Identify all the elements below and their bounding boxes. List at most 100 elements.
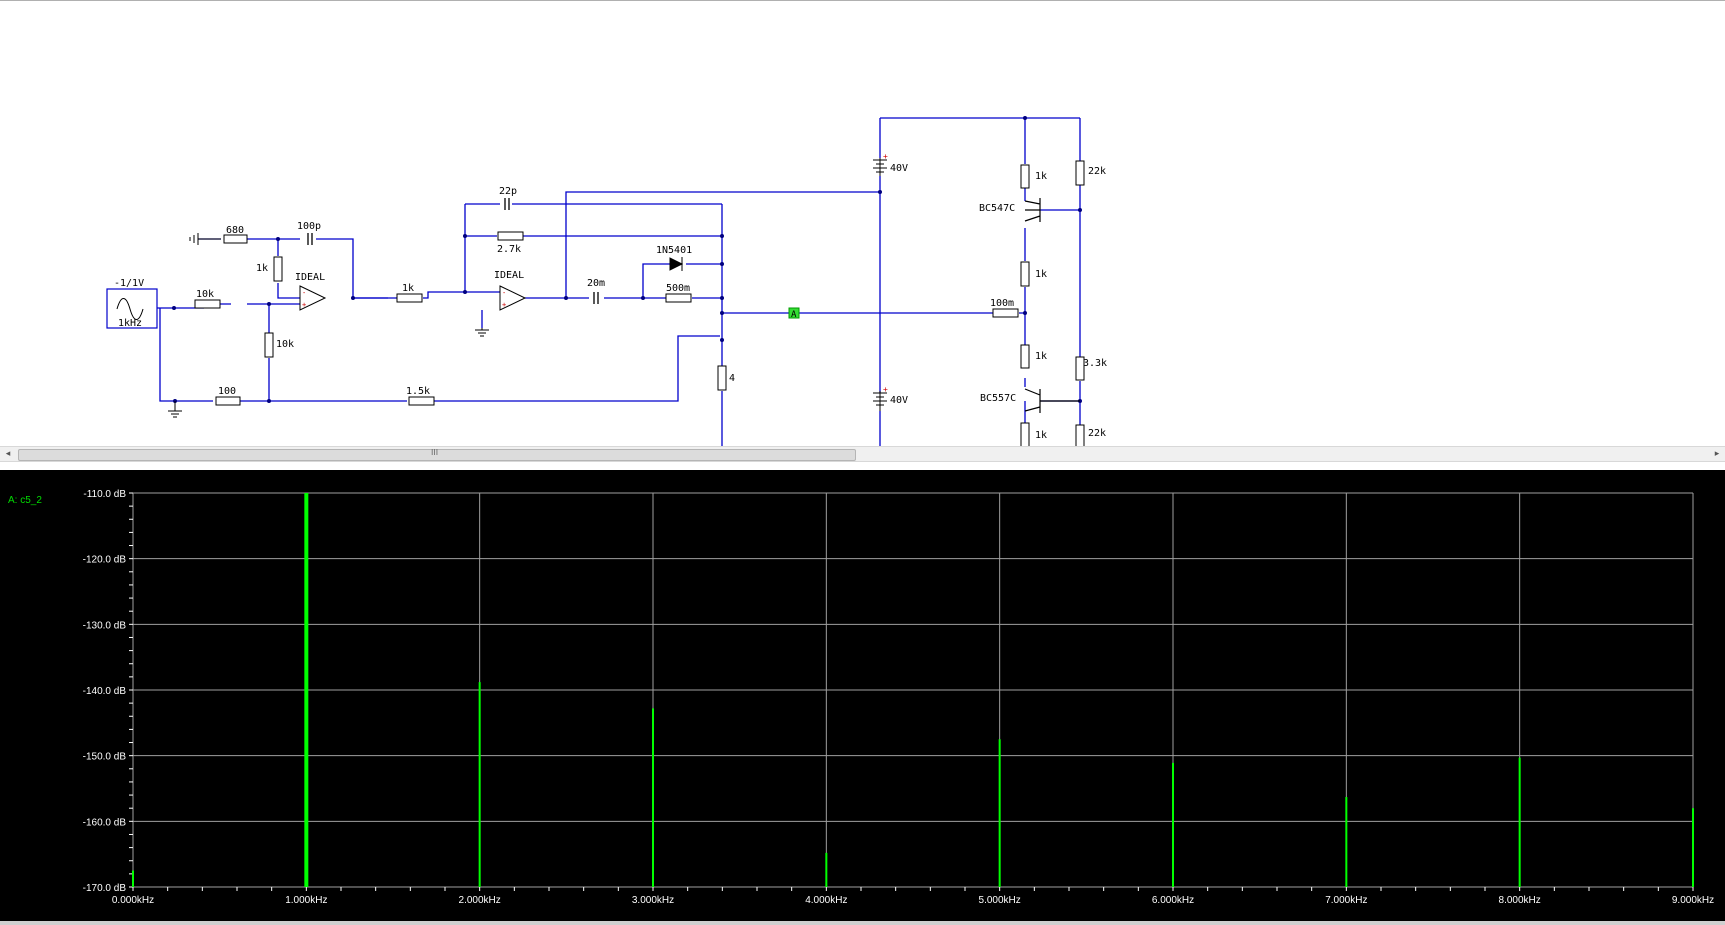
y-tick-label: -120.0 dB (83, 555, 127, 566)
y-tick-label: -170.0 dB (83, 883, 127, 894)
label-1k-q1c: 1k (1035, 171, 1047, 182)
resistor-680 (223, 234, 248, 244)
spectrum-bar (1345, 797, 1348, 887)
chart-minor-ticks (129, 492, 1694, 891)
x-tick-label: 4.000kHz (805, 895, 847, 906)
label-1k-q2c: 1k (1035, 430, 1047, 441)
spectrum-bar (1172, 762, 1174, 887)
transistor-bc547c (1024, 198, 1041, 222)
label-22k-top: 22k (1088, 166, 1106, 177)
resistor-1k-q1e (1020, 261, 1030, 287)
batteries[interactable] (873, 158, 887, 411)
spectrum-bar (652, 708, 654, 887)
x-axis-tick-labels: 0.000kHz 1.000kHz 2.000kHz 3.000kHz 4.000kHz… (112, 895, 1714, 906)
horizontal-scrollbar[interactable]: ◂ III ▸ (0, 446, 1725, 462)
y-tick-label: -150.0 dB (83, 752, 127, 763)
label-10k-down: 10k (276, 339, 294, 350)
resistor-22k-top (1075, 160, 1085, 186)
resistor-500m (665, 293, 692, 303)
pane-divider[interactable] (0, 462, 1725, 470)
capacitors[interactable] (307, 198, 599, 304)
capacitor-100p (307, 233, 313, 245)
x-tick-label: 2.000kHz (459, 895, 501, 906)
spectrum-bar (825, 852, 828, 887)
source-frequency-label: 1kHz (118, 318, 142, 329)
resistor-22k-bot (1075, 424, 1085, 447)
component-labels: -1/1V 1kHz 10k 680 100p 1k IDEAL 10k 100… (114, 163, 1107, 441)
x-tick-label: 0.000kHz (112, 895, 154, 906)
resistor-10k-in (194, 299, 221, 309)
x-tick-label: 3.000kHz (632, 895, 674, 906)
label-680: 680 (226, 225, 244, 236)
resistor-1k-q2c (1020, 422, 1030, 447)
schematic-drawing[interactable]: -+ -+ ++ -1/1V 1kHz 10k 680 100p 1k IDEA… (0, 1, 1725, 447)
scroll-right-arrow-icon[interactable]: ▸ (1714, 449, 1720, 459)
x-tick-label: 6.000kHz (1152, 895, 1194, 906)
transistor-bc557c (1024, 388, 1080, 413)
resistor-100m (992, 308, 1019, 318)
schematic-canvas[interactable]: -+ -+ ++ -1/1V 1kHz 10k 680 100p 1k IDEA… (0, 0, 1725, 447)
svg-text:-: - (502, 289, 506, 297)
svg-text:+: + (302, 301, 306, 309)
label-10k-in: 10k (196, 289, 214, 300)
chart-grid (132, 492, 1694, 888)
label-1k-q1e: 1k (1035, 269, 1047, 280)
label-bc547c: BC547C (979, 203, 1015, 214)
scroll-left-arrow-icon[interactable]: ◂ (5, 449, 11, 459)
op-amps[interactable] (299, 285, 527, 311)
ground-symbols (168, 233, 489, 418)
scrollbar-grip-icon: III (431, 448, 439, 457)
resistor-3-3k (1075, 356, 1085, 381)
battery-polarity: ++ (883, 152, 888, 394)
resistors[interactable] (194, 160, 1085, 447)
resistor-100 (215, 396, 241, 406)
battery-top (873, 158, 887, 176)
spectrum-bar (304, 493, 309, 887)
capacitor-22p (504, 198, 510, 210)
junctions (172, 116, 1082, 403)
probe-marker[interactable] (788, 307, 800, 319)
label-100m: 100m (990, 298, 1014, 309)
diode-1n5401[interactable] (669, 257, 684, 271)
svg-text:+: + (502, 301, 506, 309)
label-1-5k: 1.5k (406, 386, 430, 397)
x-tick-label: 1.000kHz (285, 895, 327, 906)
label-500m: 500m (666, 283, 690, 294)
resistor-1k-fb (273, 256, 283, 282)
resistor-2-7k (497, 231, 524, 241)
signal-source[interactable] (106, 288, 158, 329)
opamp-2 (499, 285, 527, 311)
svg-text:+: + (883, 152, 888, 161)
capacitor-20m (593, 292, 599, 304)
source-amplitude-label: -1/1V (114, 278, 144, 289)
resistor-1k-q2e (1020, 344, 1030, 369)
y-tick-label: -130.0 dB (83, 620, 127, 631)
label-22p: 22p (499, 186, 517, 197)
label-probe-a: A (791, 310, 797, 320)
scrollbar-thumb[interactable]: III (18, 448, 856, 461)
transistors[interactable] (1024, 198, 1080, 413)
resistor-1-5k (408, 396, 435, 406)
trace-label[interactable]: A: c5_2 (8, 495, 42, 506)
label-opamp2: IDEAL (494, 270, 524, 281)
spectrum-bar (132, 870, 134, 887)
label-2-7k: 2.7k (497, 244, 521, 255)
label-4: 4 (729, 373, 735, 384)
spectrum-bar (1692, 808, 1694, 887)
label-100p: 100p (297, 221, 321, 232)
bottom-edge (0, 921, 1725, 925)
spectrum-graph-panel[interactable]: -110.0 dB-120.0 dB-130.0 dB-140.0 dB-150… (0, 470, 1725, 921)
opamp-1 (299, 285, 327, 311)
label-40v-top: 40V (890, 163, 908, 174)
label-1k-mid: 1k (402, 283, 414, 294)
label-100: 100 (218, 386, 236, 397)
resistor-10k-down (264, 332, 274, 358)
spectrum-bar (998, 739, 1001, 887)
battery-bottom (873, 391, 887, 411)
x-tick-label: 5.000kHz (979, 895, 1021, 906)
spectrum-bar (478, 682, 481, 887)
label-1k-q2e: 1k (1035, 351, 1047, 362)
label-40v-bottom: 40V (890, 395, 908, 406)
spectrum-bar (1518, 757, 1521, 887)
label-20m: 20m (587, 278, 605, 289)
